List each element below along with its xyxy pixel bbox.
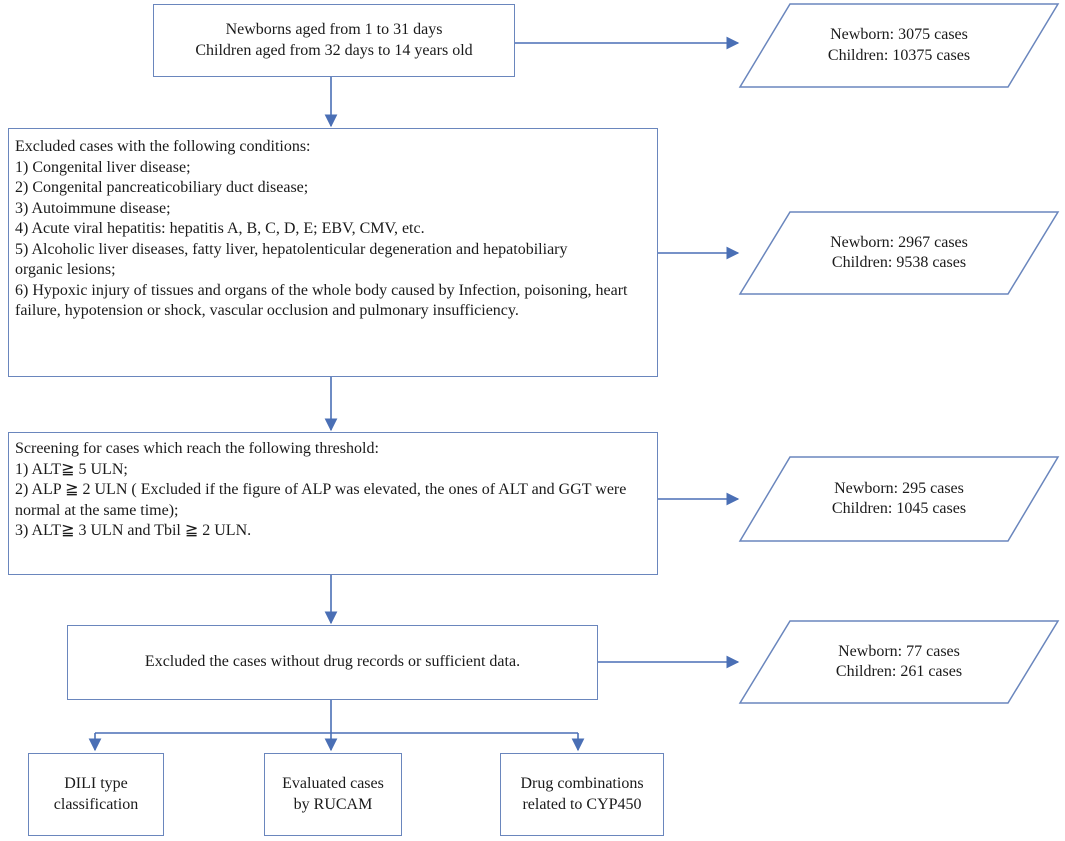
exclusion-box: Excluded cases with the following condit… (8, 128, 658, 377)
output-3-children: Children: 1045 cases (831, 500, 967, 517)
output-4-newborn: Newborn: 77 cases (838, 642, 960, 660)
output-shape-2 (738, 211, 1060, 295)
output-shape-1 (738, 3, 1060, 88)
output-2: Newborn: 2967 cases Children: 9538 cases (760, 212, 1038, 294)
output-3-newborn: Newborn: 295 cases (834, 479, 964, 497)
start-box: Newborns aged from 1 to 31 days Children… (153, 4, 515, 77)
exclusion-heading: Excluded cases with the following condit… (15, 138, 311, 155)
result-1-line-2: classification (53, 795, 139, 813)
exclusion-item: 4) Acute viral hepatitis: hepatitis A, B… (15, 220, 425, 237)
screening-heading: Screening for cases which reach the foll… (15, 440, 379, 457)
result-1-line-1: DILI type (64, 775, 128, 792)
result-box-rucam: Evaluated cases by RUCAM (264, 753, 402, 836)
result-3-line-2: related to CYP450 (522, 795, 642, 813)
screening-box: Screening for cases which reach the foll… (8, 432, 658, 575)
result-2-line-1: Evaluated cases (282, 775, 384, 792)
exclusion-item: 2) Congenital pancreaticobiliary duct di… (15, 179, 309, 196)
result-box-cyp450: Drug combinations related to CYP450 (500, 753, 664, 836)
exclusion-item: 5) Alcoholic liver diseases, fatty liver… (15, 240, 568, 279)
output-4: Newborn: 77 cases Children: 261 cases (760, 621, 1038, 703)
output-shape-3 (738, 456, 1060, 542)
output-3: Newborn: 295 cases Children: 1045 cases (760, 457, 1038, 541)
exclusion-item: 6) Hypoxic injury of tissues and organs … (15, 281, 628, 320)
output-2-children: Children: 9538 cases (831, 254, 967, 271)
drug-records-box: Excluded the cases without drug records … (67, 625, 598, 700)
result-3-line-1: Drug combinations (520, 775, 644, 792)
start-line-2: Children aged from 32 days to 14 years o… (195, 41, 473, 59)
drug-records-text: Excluded the cases without drug records … (144, 653, 521, 671)
output-2-newborn: Newborn: 2967 cases (830, 233, 968, 251)
screening-item: 2) ALP ≧ 2 ULN ( Excluded if the figure … (15, 481, 627, 519)
result-box-dili-type: DILI type classification (28, 753, 164, 836)
output-1-children: Children: 10375 cases (827, 46, 971, 64)
output-1: Newborn: 3075 cases Children: 10375 case… (760, 4, 1038, 87)
result-2-line-2: by RUCAM (293, 795, 373, 813)
output-shape-4 (738, 620, 1060, 704)
exclusion-item: 3) Autoimmune disease; (15, 199, 171, 217)
output-4-children: Children: 261 cases (835, 663, 963, 680)
screening-item: 3) ALT≧ 3 ULN and Tbil ≧ 2 ULN. (15, 522, 252, 539)
exclusion-item: 1) Congenital liver disease; (15, 158, 191, 176)
start-line-1: Newborns aged from 1 to 31 days (225, 21, 443, 38)
screening-item: 1) ALT≧ 5 ULN; (15, 460, 128, 478)
output-1-newborn: Newborn: 3075 cases (830, 26, 968, 43)
